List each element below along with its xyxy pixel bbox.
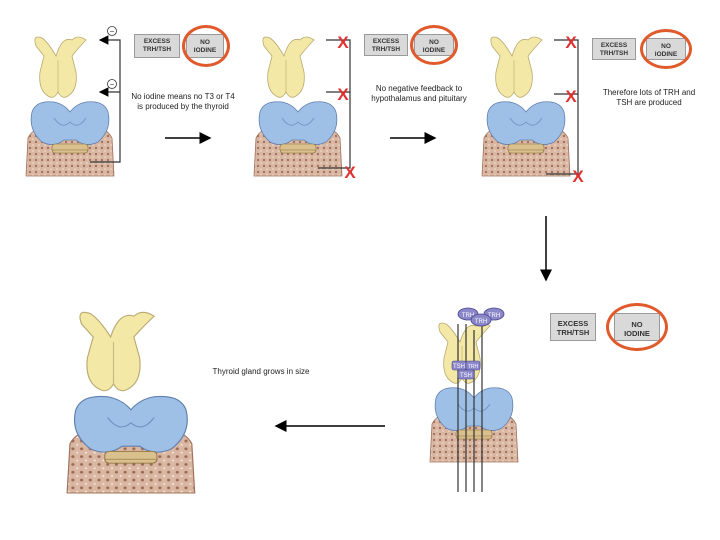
feedback-lines-1 — [90, 35, 121, 163]
svg-text:TRH: TRH — [468, 364, 479, 370]
feedback-lines-2 — [318, 39, 351, 169]
highlight-oval — [410, 25, 458, 65]
hormone-lines-4 — [457, 324, 483, 492]
minus-sign-bottom: − — [107, 79, 117, 89]
excess-trh-tsh-box: EXCESS TRH/TSH — [134, 34, 180, 58]
gland-illustration-enlarged — [66, 311, 196, 494]
svg-text:TRH: TRH — [488, 313, 500, 319]
tsh-badge — [457, 369, 475, 380]
cross-mark: X — [344, 163, 356, 182]
cross-mark: X — [572, 167, 584, 186]
highlight-oval — [640, 29, 692, 69]
note-panel-3: Therefore lots of TRH and TSH are produc… — [602, 88, 696, 107]
highlight-oval — [606, 303, 668, 351]
gland-illustration-1 — [25, 36, 115, 177]
svg-text:−: − — [110, 80, 115, 89]
highlight-oval — [182, 25, 230, 67]
svg-text:TRH: TRH — [462, 313, 474, 319]
excess-trh-tsh-box: EXCESS TRH/TSH — [364, 34, 408, 56]
note-panel-2: No negative feedback to hypothalamus and… — [371, 84, 467, 103]
svg-text:−: − — [110, 27, 115, 36]
svg-text:TSH: TSH — [460, 373, 472, 379]
excess-trh-tsh-box: EXCESS TRH/TSH — [550, 313, 596, 341]
note-panel-1: No iodine means no T3 or T4 is produced … — [131, 92, 235, 111]
gland-illustration-3 — [481, 36, 571, 177]
svg-text:TSH: TSH — [453, 364, 465, 370]
cross-mark: X — [337, 33, 349, 52]
note-panel-5: Thyroid gland grows in size — [212, 367, 310, 376]
feedback-lines-3 — [546, 39, 579, 175]
svg-text:TRH: TRH — [475, 319, 487, 325]
gland-illustration-2 — [253, 36, 343, 177]
minus-sign-top: − — [107, 26, 117, 36]
excess-trh-tsh-box: EXCESS TRH/TSH — [592, 38, 636, 60]
cross-mark: X — [337, 85, 349, 104]
trh-badge — [470, 313, 492, 327]
cross-mark: X — [565, 33, 577, 52]
cross-mark: X — [565, 87, 577, 106]
